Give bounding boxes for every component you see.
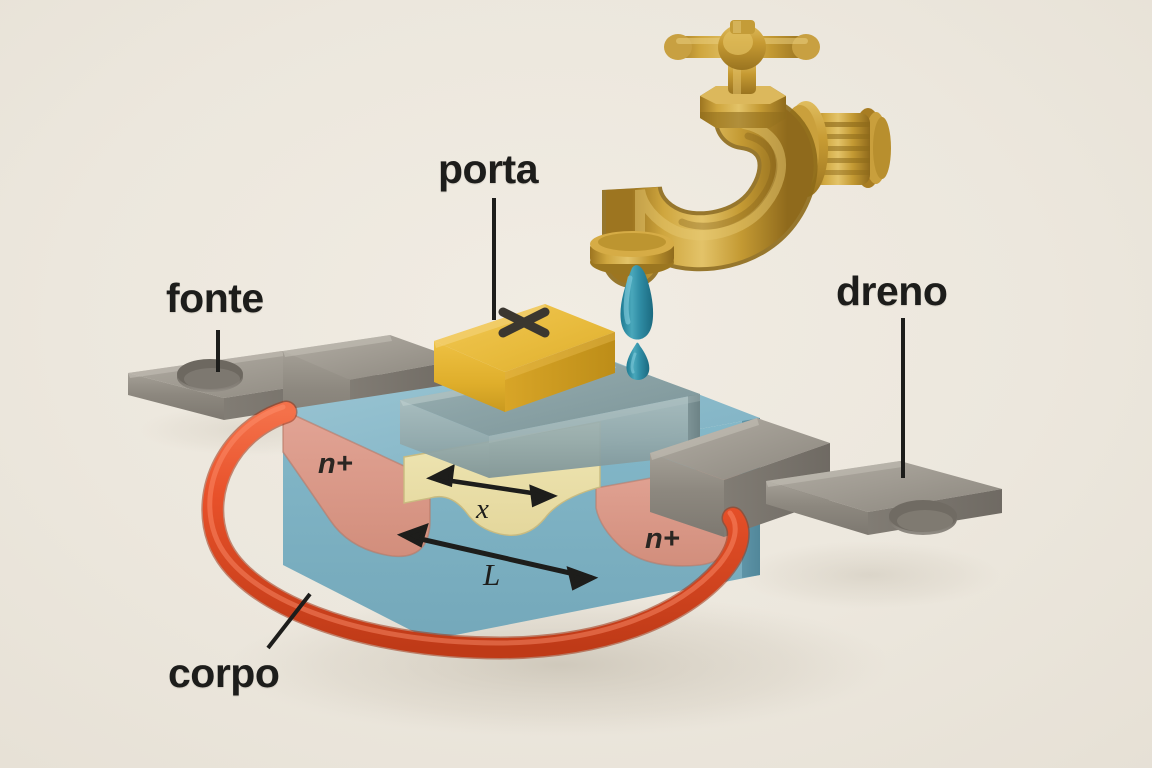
callout-label-gate: porta <box>438 146 539 192</box>
callout-label-drain: dreno <box>836 268 948 314</box>
faucet-bonnet <box>700 86 786 128</box>
faucet-handle[interactable] <box>664 20 820 70</box>
callout-label-source: fonte <box>166 275 264 321</box>
leader-line-corpo <box>266 592 312 650</box>
callout-leader-lines <box>216 198 905 650</box>
channel-length-arrow <box>396 522 599 591</box>
n-plus-source-label: n+ <box>318 448 353 480</box>
n-plus-source-region: n+ <box>282 408 431 558</box>
channel-x-label: x <box>475 493 489 525</box>
drain-terminal[interactable] <box>650 418 1002 537</box>
faucet-outlet <box>590 231 674 275</box>
body-wire[interactable] <box>201 400 750 660</box>
gate-cross-icon <box>498 307 550 338</box>
channel-length-label: L <box>482 557 500 592</box>
channel-x-arrow <box>426 464 558 508</box>
drain-hole-icon <box>889 500 957 535</box>
gate-electrode[interactable] <box>434 304 615 412</box>
water-drops <box>620 265 654 380</box>
source-hole-icon <box>177 359 243 392</box>
n-plus-drain-label: n+ <box>645 523 680 555</box>
faucet[interactable] <box>590 20 891 288</box>
callout-label-body: corpo <box>168 650 280 696</box>
